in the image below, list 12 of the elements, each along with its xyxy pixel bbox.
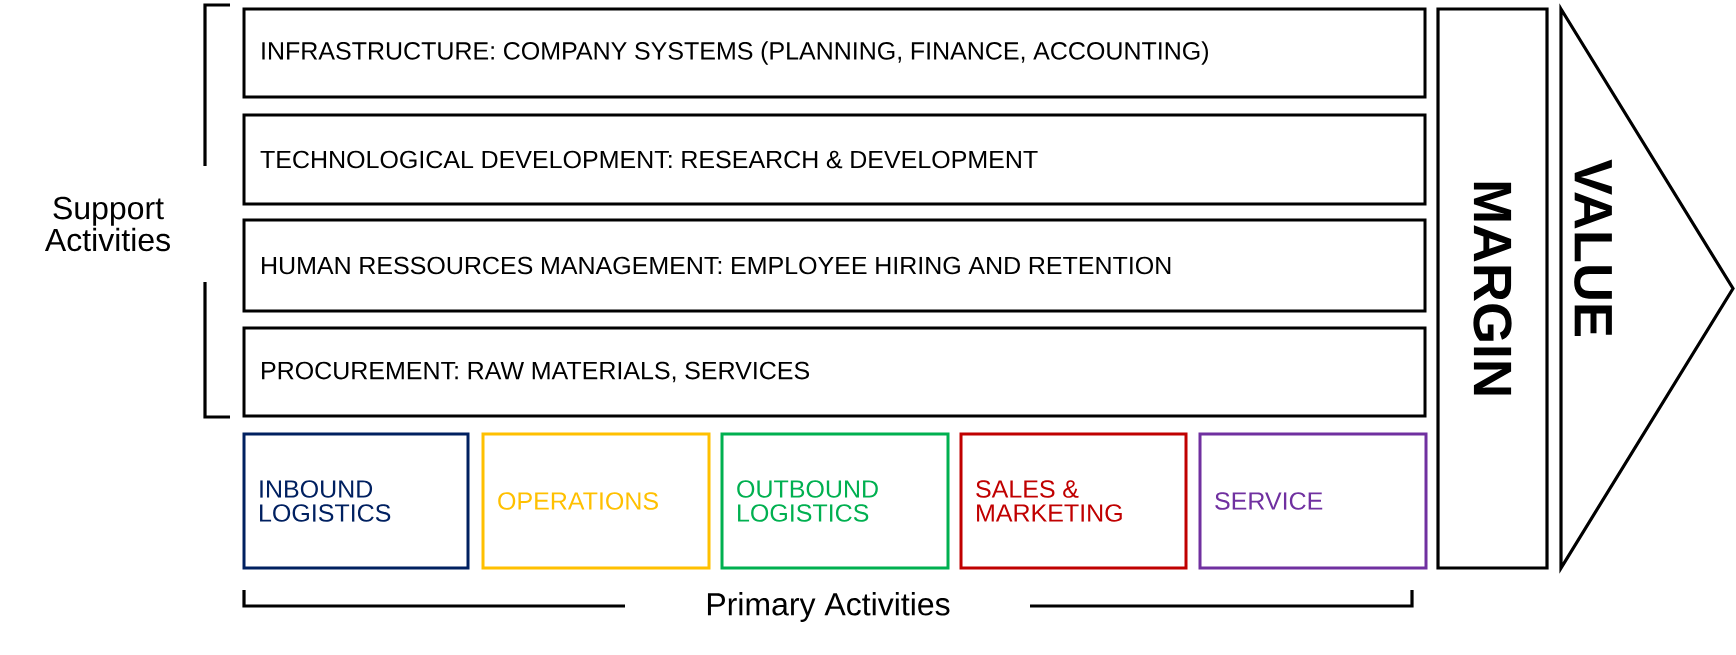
primary-activity-box: INBOUND LOGISTICS [242, 432, 470, 570]
side-label: Support Activities [44, 196, 170, 252]
support-activity-box: HUMAN RESSOURCES MANAGEMENT: EMPLOYEE HIRING AND RETENTION [242, 218, 1427, 313]
support-activity-box: TECHNOLOGICAL DEVELOPMENT: RESEARCH & DEVELOPMENT [242, 113, 1427, 206]
primary-activity-box: OUTBOUND LOGISTICS [720, 432, 950, 570]
support-activity-box: PROCUREMENT: RAW MATERIALS, SERVICES [242, 326, 1427, 418]
margin-box: MARGIN [1436, 7, 1549, 570]
primary-activity-box: SALES & MARKETING [959, 432, 1188, 570]
primary-activity-box: OPERATIONS [481, 432, 711, 570]
primary-activity-box: SERVICE [1198, 432, 1428, 570]
bottom-label: Primary Activities [707, 592, 950, 622]
support-activity-box: INFRASTRUCTURE: COMPANY SYSTEMS (PLANNING, FINANCE, ACCOUNTING) [242, 7, 1427, 99]
